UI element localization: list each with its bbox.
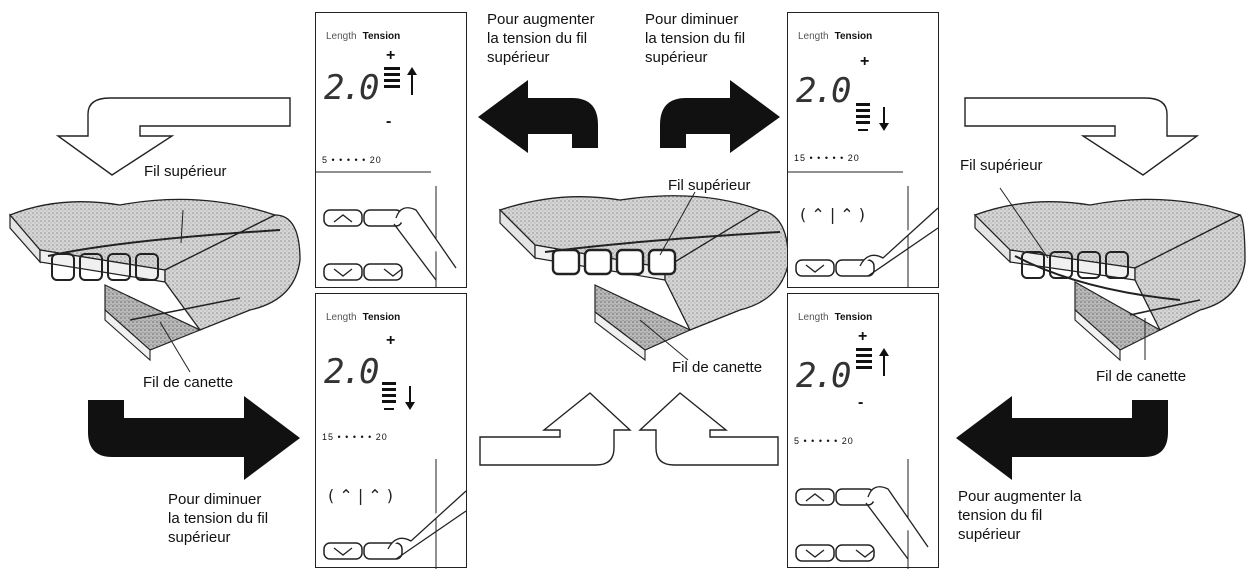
scale-max: 20 <box>847 153 860 163</box>
length-label: Length <box>326 31 357 42</box>
plus-sign: + <box>386 332 396 349</box>
panel-buttons <box>795 459 929 569</box>
panel-buttons <box>316 171 457 288</box>
minus-sign: - <box>858 394 864 411</box>
black-arrow-top-left <box>478 80 598 153</box>
fabric-illustration-left <box>8 198 301 373</box>
hollow-arrow-top-left <box>55 97 291 176</box>
increase-button[interactable] <box>323 209 363 227</box>
finger-icon <box>387 490 467 550</box>
tension-label: Tension <box>834 31 873 42</box>
panel-buttons: ( ⌃ | ⌃ ) <box>323 459 467 569</box>
black-arrow-top-right <box>660 80 780 153</box>
hollow-arrow-top-right <box>964 97 1200 176</box>
tension-down-indicator-icon <box>856 103 889 131</box>
label-bobbin-thread-left: Fil de canette <box>143 374 234 391</box>
fabric-illustration-center <box>498 191 789 362</box>
instruction-increase-top: Pour augmenter la tension du fil supérie… <box>487 11 595 66</box>
scale-max: 20 <box>375 432 388 442</box>
scale-max: 20 <box>369 155 382 165</box>
minus-sign: - <box>386 113 392 130</box>
tension-up-indicator-icon <box>856 348 889 376</box>
tension-down-indicator-icon <box>382 382 415 410</box>
length-label: Length <box>798 312 829 323</box>
svg-text:( ⌃ | ⌃ ): ( ⌃ | ⌃ ) <box>328 486 393 505</box>
scale-max: 20 <box>841 436 854 446</box>
scale-min: 15 <box>794 153 807 163</box>
label-bobbin-thread-right: Fil de canette <box>1096 368 1187 385</box>
instruction-decrease-bottom: Pour diminuer la tension du fil supérieu… <box>168 491 269 546</box>
scale-min: 15 <box>322 432 335 442</box>
decrease-button[interactable] <box>795 259 835 277</box>
instruction-decrease-top: Pour diminuer la tension du fil supérieu… <box>645 11 746 66</box>
scale-min: 5 <box>794 436 801 446</box>
stitch-length-value: 2.0 <box>324 68 379 108</box>
plus-sign: + <box>858 328 868 345</box>
label-upper-thread-right: Fil supérieur <box>960 157 1043 174</box>
tension-label: Tension <box>362 312 401 323</box>
hollow-arrow-bottom-left <box>479 392 632 466</box>
tension-up-indicator-icon <box>384 67 417 95</box>
label-bobbin-thread-center: Fil de canette <box>672 359 763 376</box>
stitch-length-value: 2.0 <box>796 356 851 396</box>
decrease-button[interactable] <box>323 542 363 560</box>
length-label: Length <box>798 31 829 42</box>
instruction-increase-bottom: Pour augmenter la tension du fil supérie… <box>958 488 1082 543</box>
finger-icon <box>867 486 929 548</box>
finger-icon <box>859 207 939 267</box>
tension-label: Tension <box>362 31 401 42</box>
svg-text:( ⌃ | ⌃ ): ( ⌃ | ⌃ ) <box>800 205 865 224</box>
decrease-button[interactable] <box>323 263 363 281</box>
length-label: Length <box>326 312 357 323</box>
finger-icon <box>395 207 457 269</box>
stitch-length-value: 2.0 <box>324 352 379 392</box>
label-upper-thread-left: Fil supérieur <box>144 163 227 180</box>
black-arrow-bottom-left <box>88 396 300 480</box>
plus-sign: + <box>386 47 396 64</box>
tension-label: Tension <box>834 312 873 323</box>
hollow-arrow-bottom-right <box>638 392 779 466</box>
scale-min: 5 <box>322 155 329 165</box>
decrease-button[interactable] <box>795 544 835 562</box>
black-arrow-bottom-right <box>956 396 1168 480</box>
plus-sign: + <box>860 53 870 70</box>
panel-buttons: ( ⌃ | ⌃ ) <box>788 171 939 288</box>
stitch-length-value: 2.0 <box>796 71 851 111</box>
fabric-illustration-right <box>973 187 1246 362</box>
increase-button[interactable] <box>795 488 835 506</box>
label-upper-thread-center: Fil supérieur <box>668 177 751 194</box>
